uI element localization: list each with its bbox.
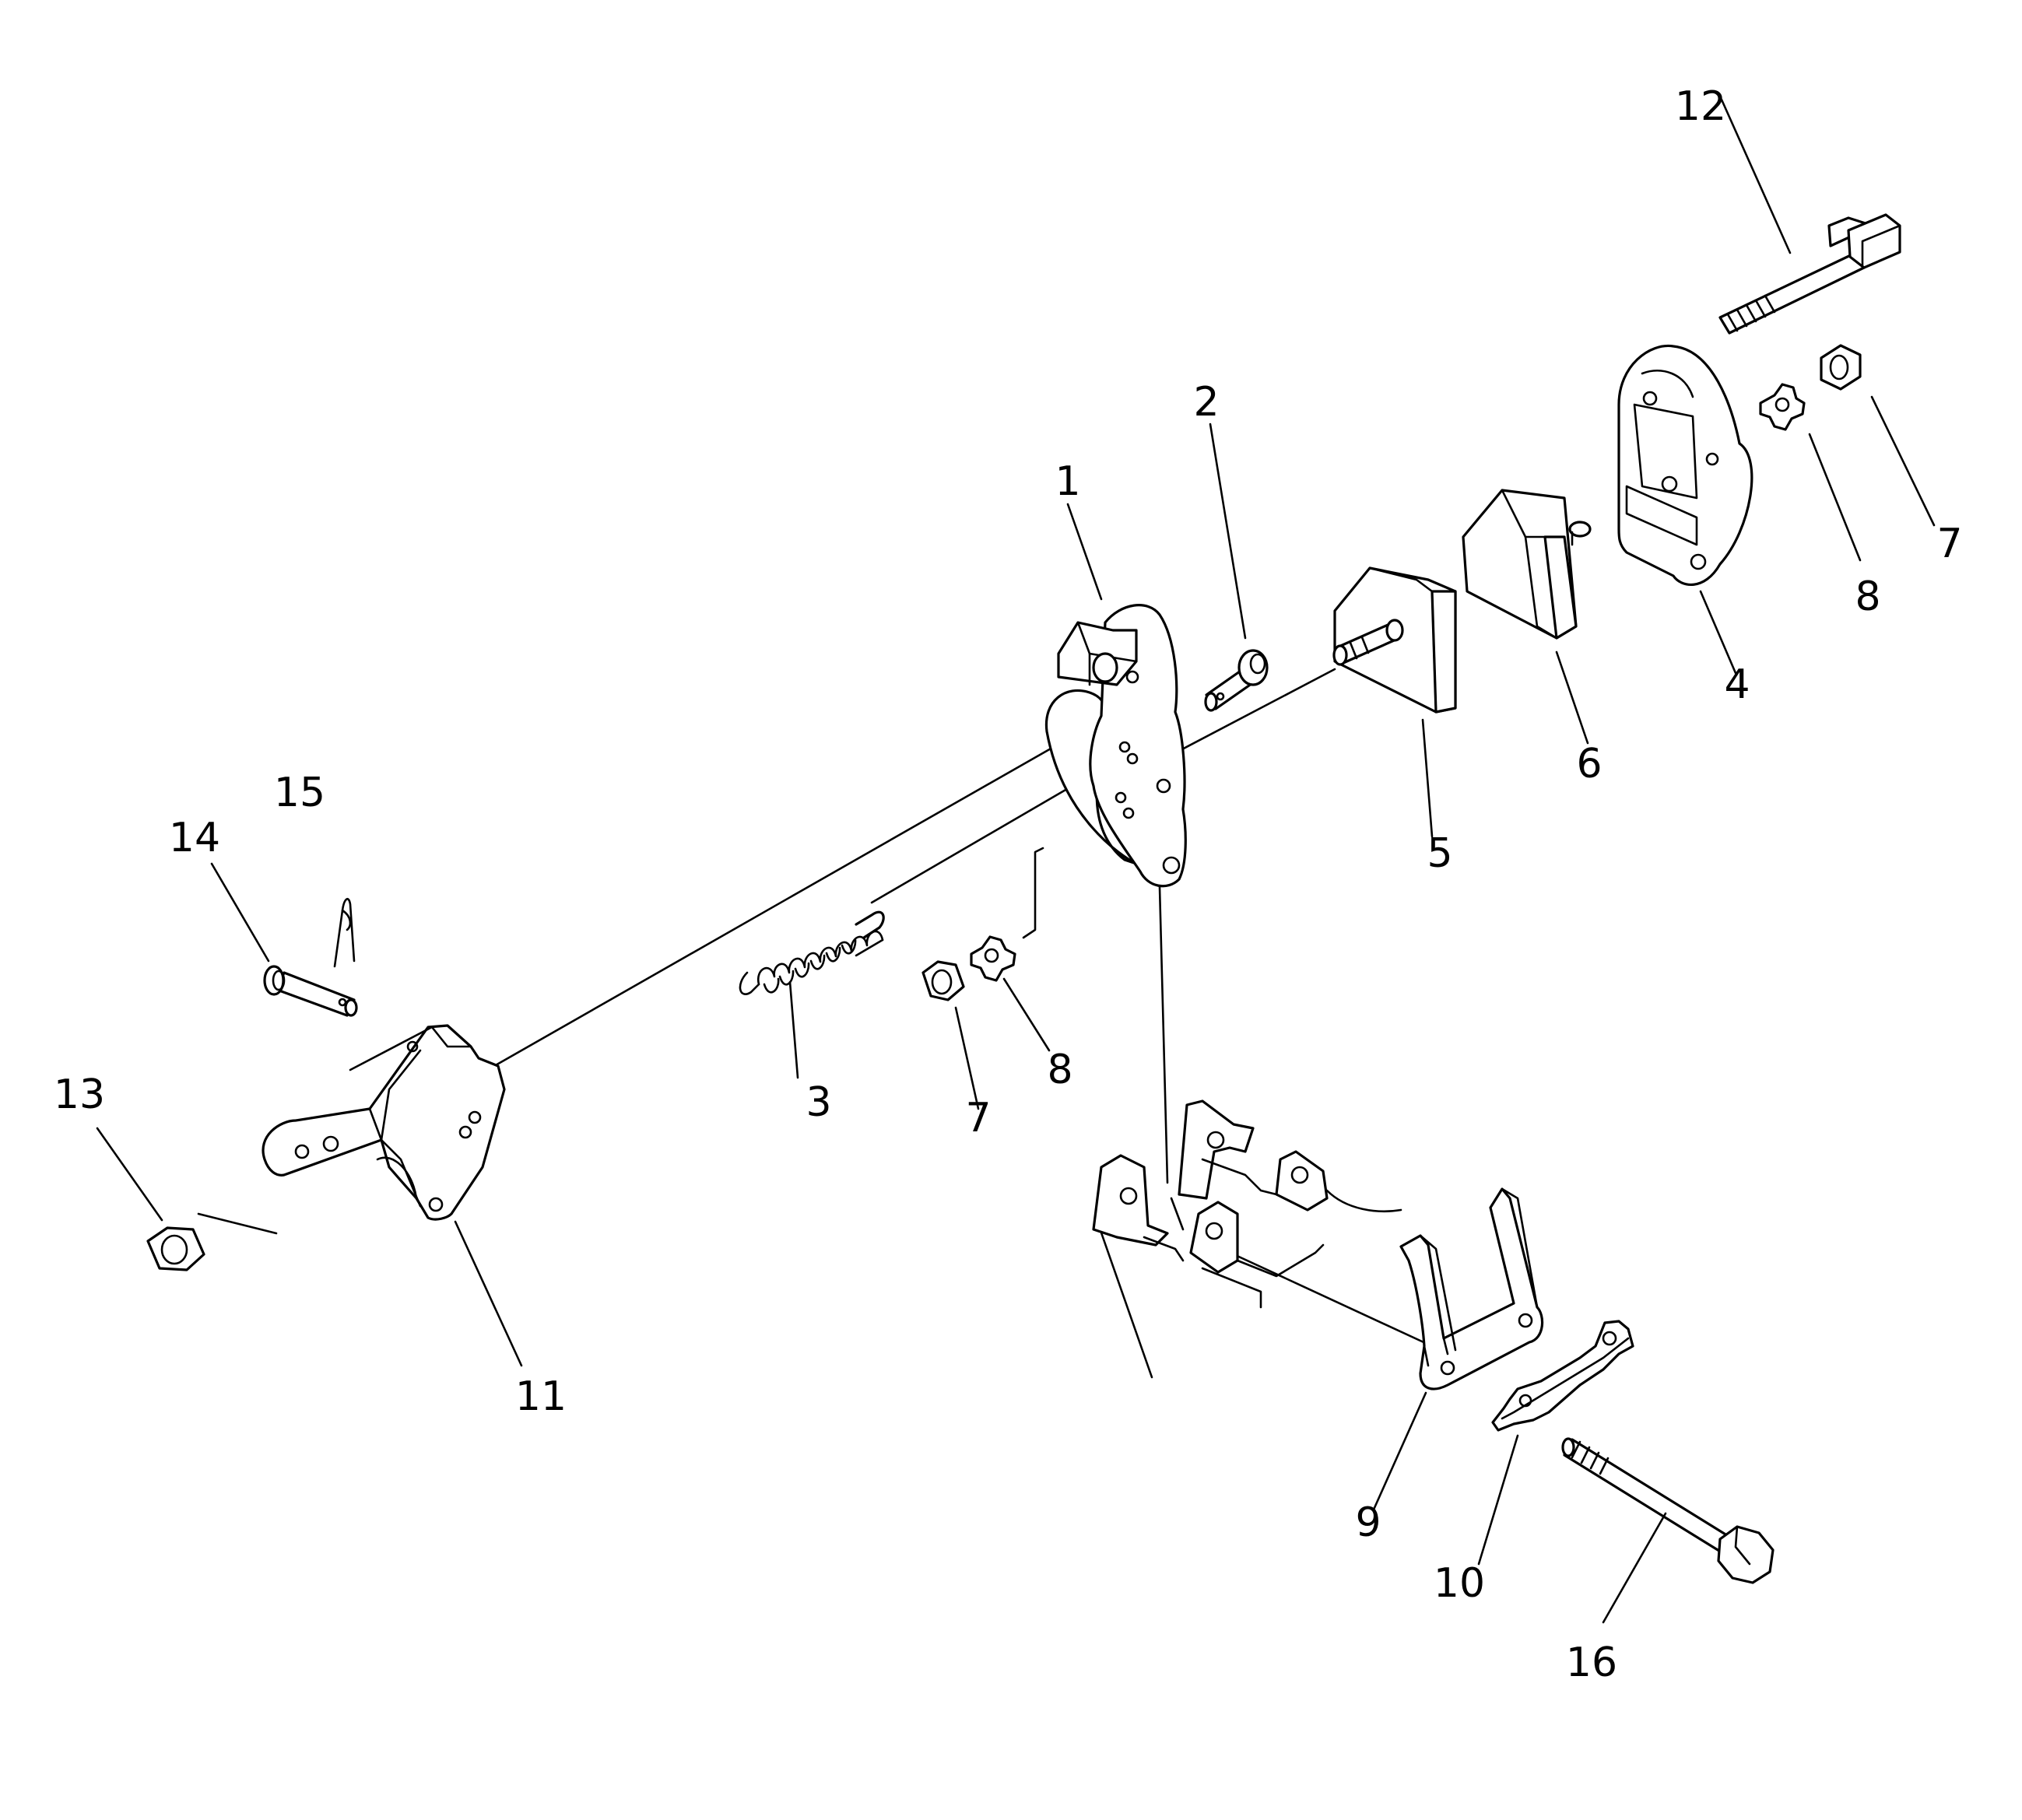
callout-9: 9 (1355, 1499, 1381, 1546)
callout-15: 15 (274, 770, 325, 816)
bracket-left-part (262, 1024, 506, 1221)
callout-8-bottom: 8 (1047, 1047, 1072, 1093)
nut-part (146, 1226, 205, 1271)
bolt-long-part (1718, 213, 1901, 335)
block-5-part (1332, 566, 1457, 714)
spring-part (739, 910, 885, 995)
callout-1: 1 (1055, 458, 1080, 505)
callout-7-bottom: 7 (965, 1095, 991, 1141)
lock-washer-part (970, 935, 1016, 982)
callout-labels: 1 2 3 4 5 6 7 7 8 8 9 10 11 12 13 14 15 … (54, 83, 1963, 1686)
callout-14: 14 (169, 815, 220, 861)
fork-part (1399, 1187, 1544, 1390)
callout-3: 3 (806, 1079, 831, 1126)
plate-part (1491, 1320, 1634, 1432)
nut-part (921, 960, 965, 1001)
callout-10: 10 (1434, 1560, 1485, 1607)
callout-13: 13 (54, 1071, 105, 1118)
callout-16: 16 (1566, 1639, 1617, 1686)
callout-4: 4 (1724, 661, 1750, 708)
callout-2: 2 (1193, 379, 1219, 426)
callout-12: 12 (1675, 83, 1726, 130)
leader-lines (96, 98, 1936, 1624)
nut-part (1820, 344, 1862, 391)
block-6-part (1462, 489, 1592, 640)
callout-5: 5 (1427, 830, 1452, 877)
pin-part (263, 965, 358, 1017)
callout-11: 11 (515, 1373, 567, 1420)
bolt-small-part (1204, 649, 1269, 712)
base-bracket-part (1092, 1099, 1402, 1309)
lock-washer-part (1759, 383, 1806, 431)
callout-7-top: 7 (1936, 521, 1962, 567)
bracket-right-part (1617, 344, 1753, 586)
callout-8-top: 8 (1855, 573, 1880, 620)
callout-6: 6 (1576, 741, 1602, 787)
cotter-pin-part (333, 898, 356, 968)
assembly-lines (197, 668, 1434, 1379)
bolt-bottom-part (1561, 1437, 1775, 1584)
lever-part (1044, 604, 1187, 888)
